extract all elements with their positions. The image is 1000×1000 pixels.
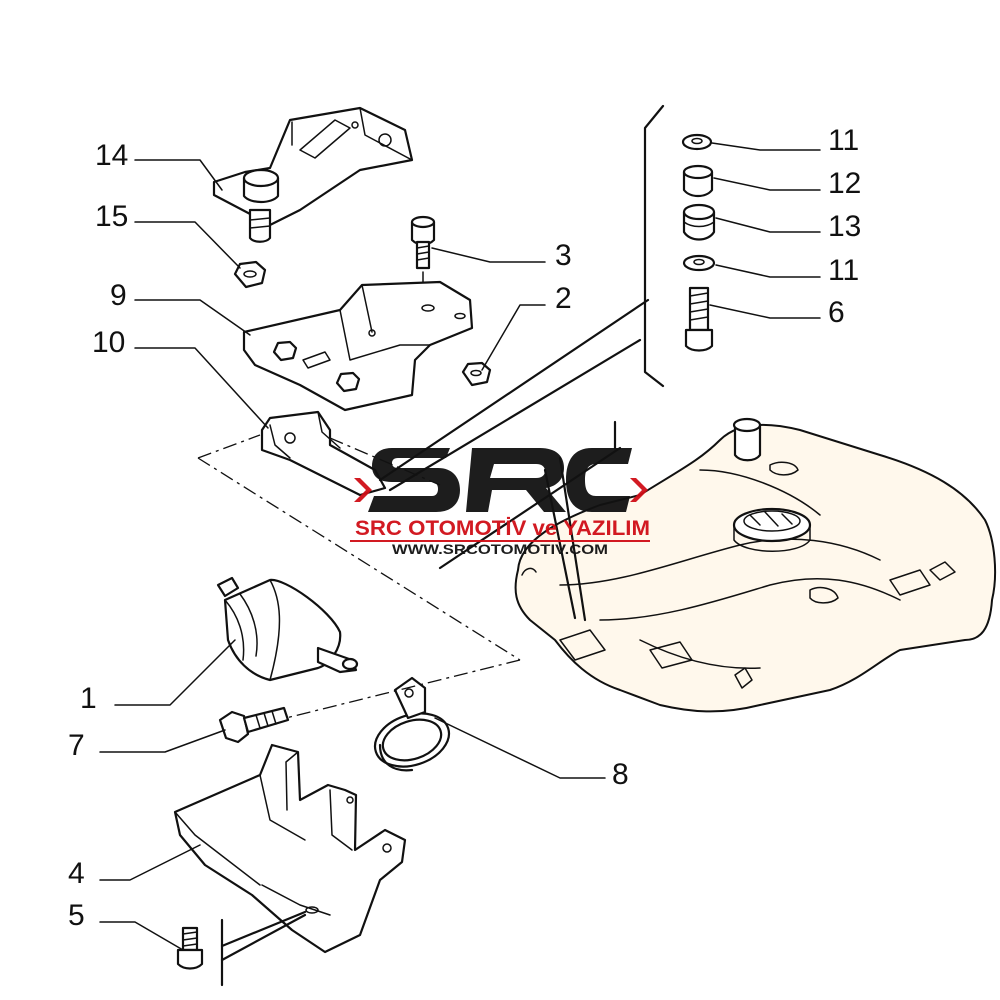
bolt-3 [410, 215, 436, 311]
callout-labels: 14 15 9 10 1 7 4 5 3 2 8 11 12 13 11 6 [68, 124, 861, 932]
callout-2: 2 [555, 282, 572, 315]
callout-12: 12 [828, 167, 861, 200]
leader-lines [99, 142, 821, 951]
callout-8: 8 [612, 758, 629, 791]
src-logo [354, 448, 648, 512]
callout-9: 9 [110, 279, 127, 312]
mounting-plate [242, 280, 474, 412]
filter-clamp [373, 676, 451, 772]
callout-10: 10 [92, 326, 125, 359]
callout-4: 4 [68, 857, 85, 890]
callout-7: 7 [68, 729, 85, 762]
filter-guard [173, 743, 407, 954]
fuel-filter [216, 576, 359, 682]
bolt-5 [176, 926, 204, 970]
callout-5: 5 [68, 899, 85, 932]
callout-13: 13 [828, 210, 861, 243]
support-bracket [212, 106, 414, 289]
callout-15: 15 [95, 200, 128, 233]
watermark-underline [350, 540, 650, 542]
callout-1: 1 [80, 682, 97, 715]
nut-2 [461, 361, 492, 387]
callout-11-lower: 11 [828, 254, 859, 287]
callout-3: 3 [555, 239, 572, 272]
callout-6: 6 [828, 296, 845, 329]
callout-14: 14 [95, 139, 128, 172]
watermark-url: WWW.SRCOTOMOTIV.COM [392, 541, 608, 557]
watermark-company-name: SRC OTOMOTİV ve YAZILIM [355, 517, 650, 540]
callout-11-upper: 11 [828, 124, 859, 157]
bolt-7 [218, 706, 290, 744]
watermark: SRC OTOMOTİV ve YAZILIM WWW.SRCOTOMOTIV.… [350, 448, 650, 557]
bushing-stack [681, 133, 716, 352]
